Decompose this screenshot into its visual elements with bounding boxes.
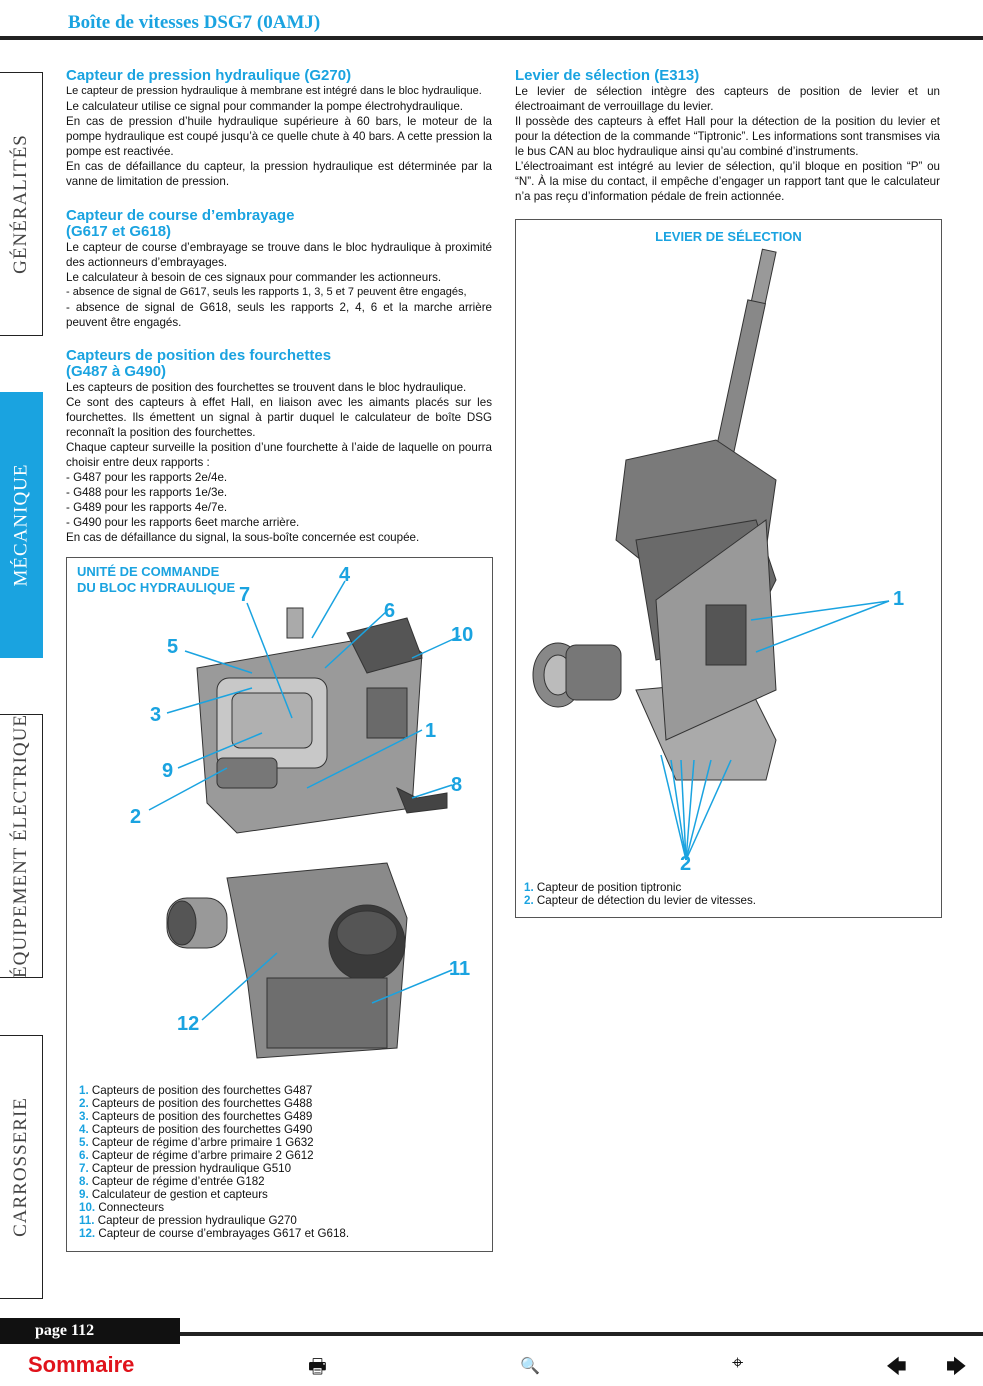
legend-item: 10. Connecteurs: [79, 1201, 165, 1214]
legend-item: 1. Capteur de position tiptronic: [524, 881, 682, 894]
legend-item: 4. Capteurs de position des fourchettes …: [79, 1123, 313, 1136]
paragraph: Le calculateur utilise ce signal pour co…: [66, 100, 463, 113]
print-icon[interactable]: 🖶: [308, 1356, 327, 1378]
callout-5: 5: [167, 636, 179, 658]
paragraph: Les capteurs de position des fourchettes…: [66, 381, 467, 394]
section-g617-g618: Capteur de course d’embrayage (G617 et G…: [66, 208, 492, 330]
paragraph: - absence de signal de G618, seuls les r…: [66, 301, 492, 329]
paragraph: Le levier de sélection intègre des capte…: [515, 85, 940, 113]
arrow-left-icon[interactable]: 🡄: [886, 1356, 907, 1378]
legend-item: 9. Calculateur de gestion et capteurs: [79, 1188, 268, 1201]
callout-4: 4: [339, 564, 351, 586]
list-item: - G489 pour les rapports 4e/7e.: [66, 501, 228, 514]
figure-caption: DU BLOC HYDRAULIQUE: [77, 580, 236, 595]
callout-11: 11: [449, 958, 471, 980]
section-title: Capteur de pression hydraulique (G270): [66, 67, 352, 84]
legend-item: 11. Capteur de pression hydraulique G270: [79, 1214, 297, 1227]
section-subtitle: (G487 à G490): [66, 363, 167, 380]
legend-item: 12. Capteur de course d’embrayages G617 …: [79, 1227, 350, 1240]
tab-carrosserie[interactable]: CARROSSERIE: [0, 1035, 43, 1299]
section-g487-g490: Capteurs de position des fourchettes (G4…: [66, 348, 492, 545]
legend-item: 8. Capteur de régime d’entrée G182: [79, 1175, 265, 1188]
legend-item: 7. Capteur de pression hydraulique G510: [79, 1162, 292, 1175]
legend-item: 1. Capteurs de position des fourchettes …: [79, 1084, 313, 1097]
callout-8: 8: [451, 774, 463, 796]
document-title: Boîte de vitesses DSG7 (0AMJ): [68, 12, 321, 33]
figure-caption: UNITÉ DE COMMANDE: [77, 564, 220, 579]
paragraph: En cas de pression d’huile hydraulique s…: [66, 115, 492, 158]
paragraph: En cas de défaillance du capteur, la pre…: [66, 160, 492, 188]
callout-9: 9: [162, 760, 174, 782]
section-e313: Levier de sélection (E313) Le levier de …: [515, 68, 940, 204]
paragraph: Le capteur de pression hydraulique à mem…: [66, 85, 482, 97]
callout-1: 1: [425, 720, 437, 742]
sommaire-link[interactable]: Sommaire: [28, 1352, 135, 1377]
arrow-right-icon[interactable]: 🡆: [946, 1356, 967, 1378]
section-title: Capteurs de position des fourchettes: [66, 347, 332, 364]
figure-legend: 1. Capteur de position tiptronic 2. Capt…: [524, 881, 756, 907]
hydraulic-unit-illustration: [148, 580, 461, 1059]
binoculars-icon[interactable]: ⌖: [732, 1352, 744, 1374]
paragraph: L’électroaimant est intégré au levier de…: [515, 160, 940, 203]
legend-item: 2. Capteur de détection du levier de vit…: [524, 894, 757, 907]
paragraph: Le calculateur à besoin de ces signaux p…: [66, 271, 442, 284]
list-item: - G487 pour les rapports 2e/4e.: [66, 471, 228, 484]
legend-item: 3. Capteurs de position des fourchettes …: [79, 1110, 313, 1123]
tab-generalites[interactable]: GÉNÉRALITÉS: [0, 72, 43, 336]
tab-equipement-electrique[interactable]: ÉQUIPEMENT ÉLECTRIQUE: [0, 714, 43, 978]
callout-10: 10: [451, 624, 474, 646]
figure-selector-lever: LEVIER DE SÉLECTION 1 2 1. Capteur: [515, 219, 942, 918]
callout-3: 3: [150, 704, 162, 726]
section-g270: Capteur de pression hydraulique (G270) L…: [66, 68, 492, 189]
paragraph: Ce sont des capteurs à effet Hall, en li…: [66, 396, 492, 439]
legend-item: 6. Capteur de régime d’arbre primaire 2 …: [79, 1149, 314, 1162]
paragraph: Chaque capteur surveille la position d’u…: [66, 441, 492, 469]
legend-item: 5. Capteur de régime d’arbre primaire 1 …: [79, 1136, 314, 1149]
figure-hydraulic-unit: UNITÉ DE COMMANDE DU BLOC HYDRAULIQUE: [66, 557, 493, 1252]
section-title: Levier de sélection (E313): [515, 67, 700, 84]
page-number-box: page 112: [0, 1318, 180, 1344]
section-subtitle: (G617 et G618): [66, 223, 172, 240]
callout-2: 2: [130, 806, 142, 828]
tab-mecanique[interactable]: MÉCANIQUE: [0, 392, 43, 658]
figure-caption: LEVIER DE SÉLECTION: [655, 229, 802, 244]
paragraph: Il possède des capteurs à effet Hall pou…: [515, 115, 940, 158]
list-item: - G488 pour les rapports 1e/3e.: [66, 486, 228, 499]
paragraph: - absence de signal de G617, seuls les r…: [66, 286, 467, 298]
paragraph: Le capteur de course d’embrayage se trou…: [66, 241, 492, 269]
bottom-rule: [0, 1332, 983, 1336]
paragraph: En cas de défaillance du signal, la sous…: [66, 531, 420, 544]
callout-12: 12: [177, 1013, 200, 1035]
list-item: - G490 pour les rapports 6eet marche arr…: [66, 516, 300, 529]
legend-item: 2. Capteurs de position des fourchettes …: [79, 1097, 313, 1110]
figure-legend: 1. Capteurs de position des fourchettes …: [79, 1084, 349, 1240]
page-number: page 112: [35, 1322, 95, 1339]
search-doc-icon[interactable]: 🔍: [520, 1358, 540, 1375]
selector-lever-illustration: [532, 248, 890, 861]
top-rule: [0, 36, 983, 40]
callout-6: 6: [384, 600, 396, 622]
callout-1: 1: [893, 588, 905, 610]
section-title: Capteur de course d’embrayage: [66, 207, 295, 224]
callout-2: 2: [680, 853, 692, 875]
callout-7: 7: [239, 584, 251, 606]
